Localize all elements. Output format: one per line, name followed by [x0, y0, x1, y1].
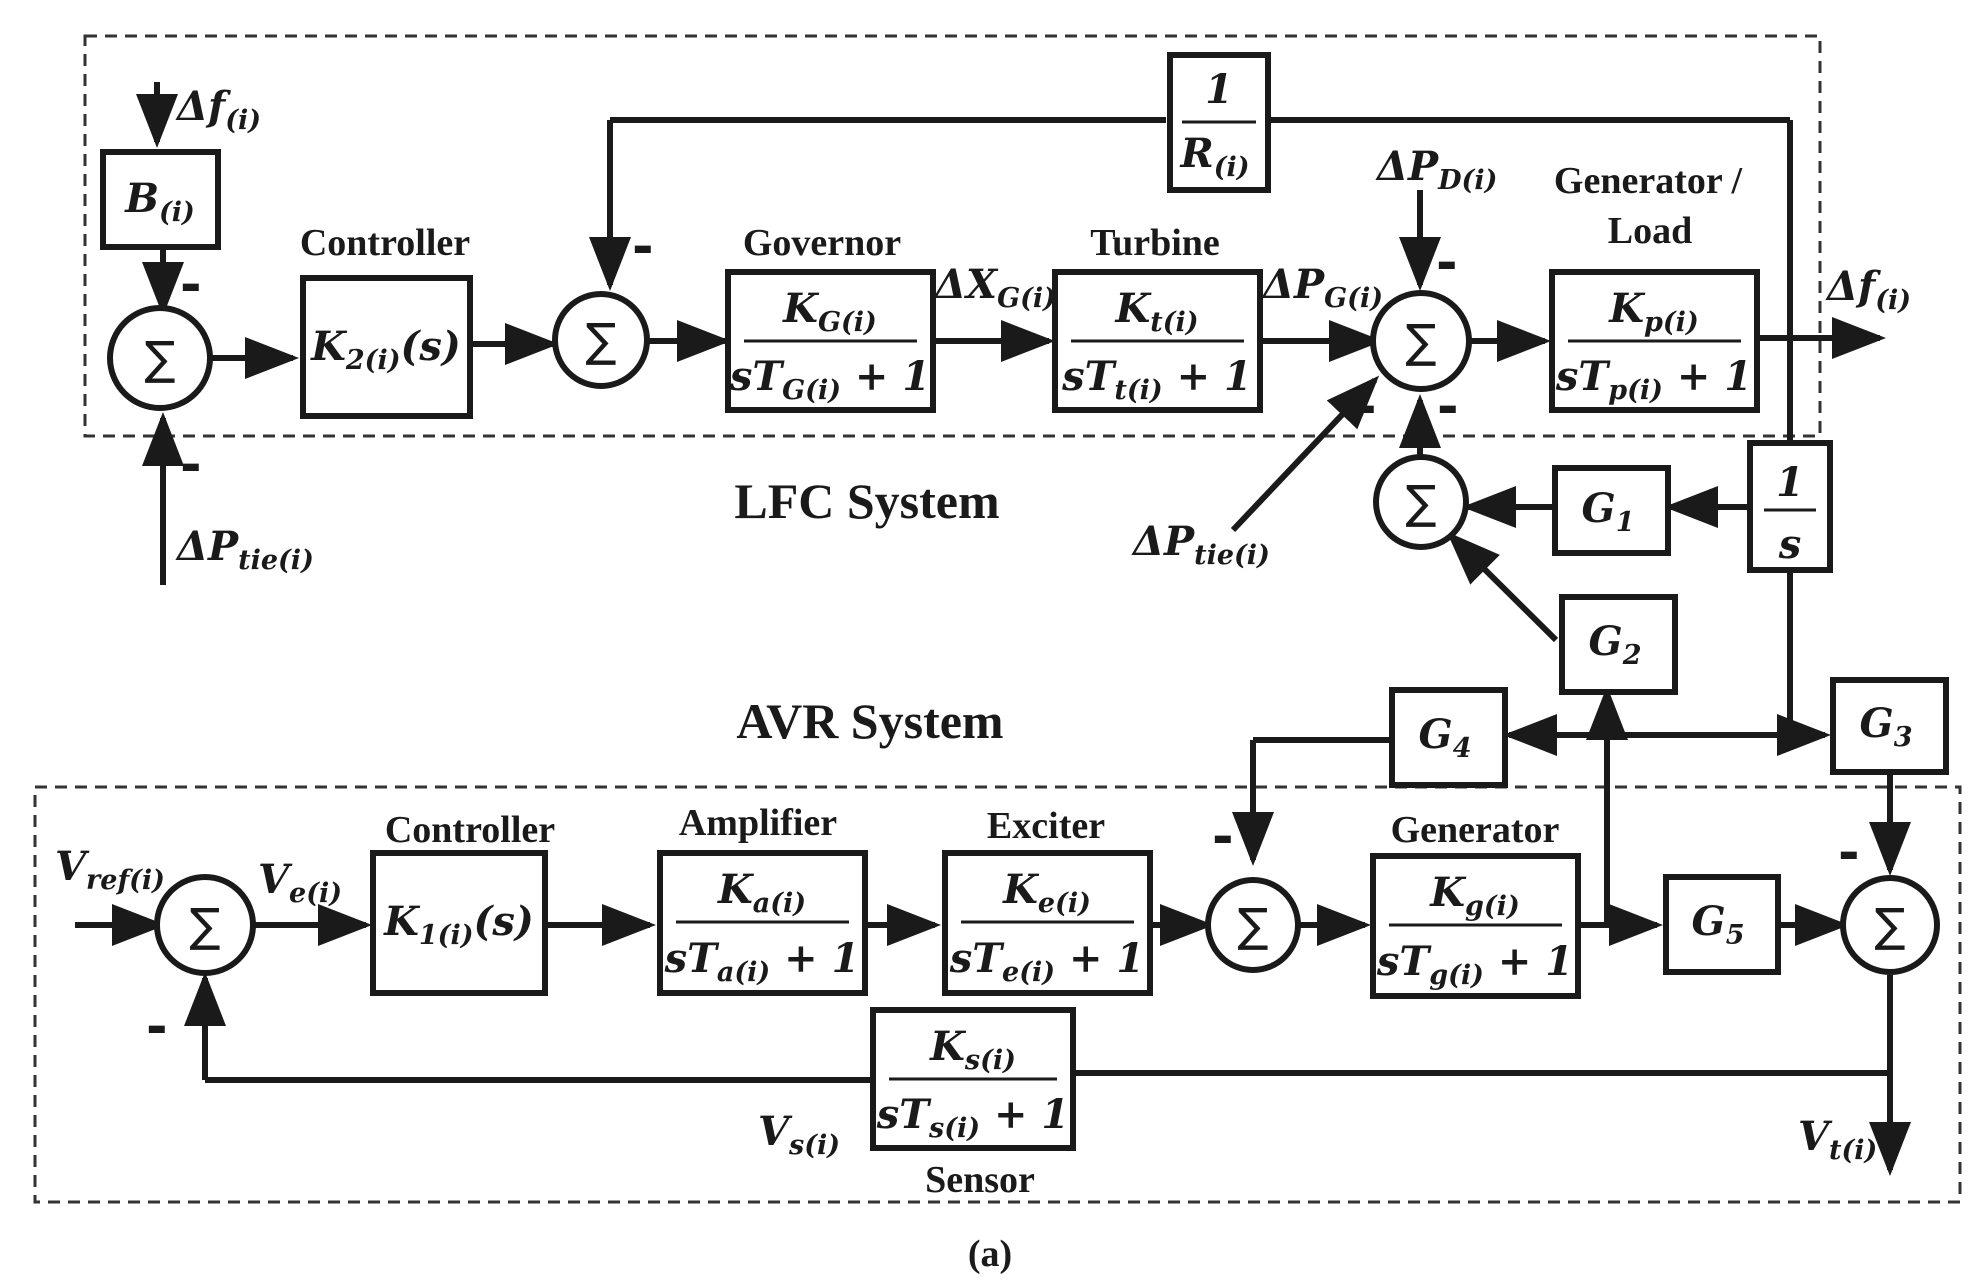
minus-tie-mid: - — [1355, 377, 1377, 437]
lfc-summer-governor: ∑ — [552, 291, 650, 389]
g2-block: G2 — [1559, 594, 1678, 695]
minus-sensor: - — [146, 997, 168, 1057]
label-dpg: ΔPG(i) — [1261, 261, 1383, 314]
svg-text:B(i): B(i) — [124, 175, 195, 228]
minus-g3: - — [1838, 823, 1860, 883]
svg-text:KG(i): KG(i) — [782, 285, 877, 338]
generator-heading: Generator — [1391, 809, 1560, 851]
sensor-block: Ks(i) sTs(i) + 1 Sensor — [870, 1007, 1076, 1201]
label-vs: Vs(i) — [758, 1108, 840, 1161]
avr-system-frame — [33, 785, 1962, 1204]
turbine-block: Turbine Kt(i) sTt(i) + 1 — [1052, 222, 1263, 413]
svg-text:Ks(i): Ks(i) — [929, 1023, 1016, 1076]
minus-tie-left: - — [180, 435, 202, 495]
generator-load-block: Generator / Load Kp(i) sTp(i) + 1 — [1549, 160, 1760, 413]
minus-g4: - — [1212, 807, 1234, 867]
svg-text:sTp(i) + 1: sTp(i) + 1 — [1555, 353, 1752, 406]
lfc-system-frame — [83, 34, 1822, 438]
svg-text:s: s — [1778, 521, 1802, 568]
label-vt: Vt(i) — [1798, 1113, 1877, 1166]
label-df-out: Δf(i) — [1825, 263, 1911, 316]
svg-text:sTg(i) + 1: sTg(i) + 1 — [1376, 938, 1573, 991]
lfc-summer-power: ∑ — [1370, 290, 1472, 392]
minus-load: - — [1436, 233, 1458, 293]
svg-text:∑: ∑ — [1238, 898, 1269, 952]
svg-text:Kg(i): Kg(i) — [1429, 869, 1519, 922]
avr-wires — [75, 772, 1911, 1176]
svg-text:Kp(i): Kp(i) — [1608, 285, 1698, 338]
label-vref: Vref(i) — [55, 843, 165, 896]
g4-block: G4 — [1389, 687, 1508, 788]
g5-block: G5 — [1663, 874, 1781, 975]
svg-text:∑: ∑ — [145, 331, 176, 385]
avr-controller-block: Controller K1(i)(s) — [370, 809, 555, 996]
avr-controller-heading: Controller — [385, 809, 555, 851]
minus-feedback: - — [1437, 377, 1459, 437]
svg-text:Ka(i): Ka(i) — [717, 866, 806, 919]
svg-text:G2: G2 — [1589, 618, 1642, 671]
label-dptie-mid: ΔPtie(i) — [1131, 518, 1270, 571]
exciter-block: Exciter Ke(i) sTe(i) + 1 — [942, 805, 1153, 996]
droop-block: 1 R(i) — [1167, 52, 1271, 193]
governor-heading: Governor — [743, 222, 901, 264]
label-dxg: ΔXG(i) — [933, 261, 1056, 314]
g1-block: G1 — [1552, 465, 1671, 556]
lfc-controller-block: Controller K2(i)(s) — [300, 222, 473, 419]
svg-text:G3: G3 — [1860, 700, 1913, 753]
generator-load-heading-2: Load — [1608, 210, 1692, 252]
svg-text:∑: ∑ — [586, 313, 617, 367]
svg-text:G1: G1 — [1582, 485, 1635, 538]
svg-text:Ke(i): Ke(i) — [1002, 866, 1091, 919]
svg-text:sTa(i) + 1: sTa(i) + 1 — [664, 935, 860, 988]
generator-load-heading-1: Generator / — [1554, 160, 1743, 202]
svg-text:sTe(i) + 1: sTe(i) + 1 — [949, 935, 1145, 988]
figure-caption: (a) — [968, 1233, 1012, 1275]
avr-summer-error: ∑ — [154, 874, 256, 976]
turbine-heading: Turbine — [1090, 222, 1220, 264]
avr-summer-field: ∑ — [1205, 877, 1301, 973]
svg-text:∑: ∑ — [1406, 314, 1437, 368]
label-ve: Ve(i) — [258, 856, 342, 909]
lfc-system-title: LFC System — [734, 473, 999, 529]
svg-text:Kt(i): Kt(i) — [1114, 285, 1198, 338]
avr-system-title: AVR System — [736, 693, 1003, 749]
svg-text:R(i): R(i) — [1179, 130, 1249, 183]
svg-text:1: 1 — [1205, 66, 1233, 113]
exciter-heading: Exciter — [987, 805, 1105, 847]
avr-summer-output: ∑ — [1840, 875, 1940, 975]
svg-text:∑: ∑ — [1875, 898, 1906, 952]
label-dpd: ΔPD(i) — [1375, 143, 1497, 196]
svg-text:G5: G5 — [1692, 898, 1745, 951]
generator-block: Generator Kg(i) sTg(i) + 1 — [1370, 809, 1581, 999]
minus-b: - — [180, 255, 202, 315]
svg-text:G4: G4 — [1419, 711, 1472, 764]
governor-block: Governor KG(i) sTG(i) + 1 — [725, 222, 936, 413]
label-dptie-left: ΔPtie(i) — [175, 523, 314, 576]
lfc-wires — [136, 82, 1886, 925]
lfc-summer-ace: ∑ — [107, 305, 213, 411]
svg-text:∑: ∑ — [190, 898, 221, 952]
svg-text:sTG(i) + 1: sTG(i) + 1 — [729, 353, 930, 406]
svg-text:sTs(i) + 1: sTs(i) + 1 — [876, 1091, 1070, 1144]
lfc-controller-heading: Controller — [300, 222, 470, 264]
svg-text:K1(i)(s): K1(i)(s) — [383, 898, 534, 951]
svg-text:∑: ∑ — [1406, 475, 1437, 529]
label-df-in: Δf(i) — [175, 83, 261, 136]
svg-text:sTt(i) + 1: sTt(i) + 1 — [1061, 353, 1252, 406]
b-block: B(i) — [100, 149, 221, 250]
amplifier-block: Amplifier Ka(i) sTa(i) + 1 — [657, 802, 868, 996]
sensor-heading: Sensor — [925, 1159, 1035, 1201]
svg-text:1: 1 — [1776, 459, 1804, 506]
g3-block: G3 — [1830, 677, 1949, 775]
svg-text:K2(i)(s): K2(i)(s) — [310, 323, 461, 376]
minus-droop: - — [632, 217, 654, 277]
lfc-summer-tie: ∑ — [1373, 454, 1469, 550]
amplifier-heading: Amplifier — [679, 802, 837, 844]
integrator-block: 1 s — [1747, 440, 1833, 573]
